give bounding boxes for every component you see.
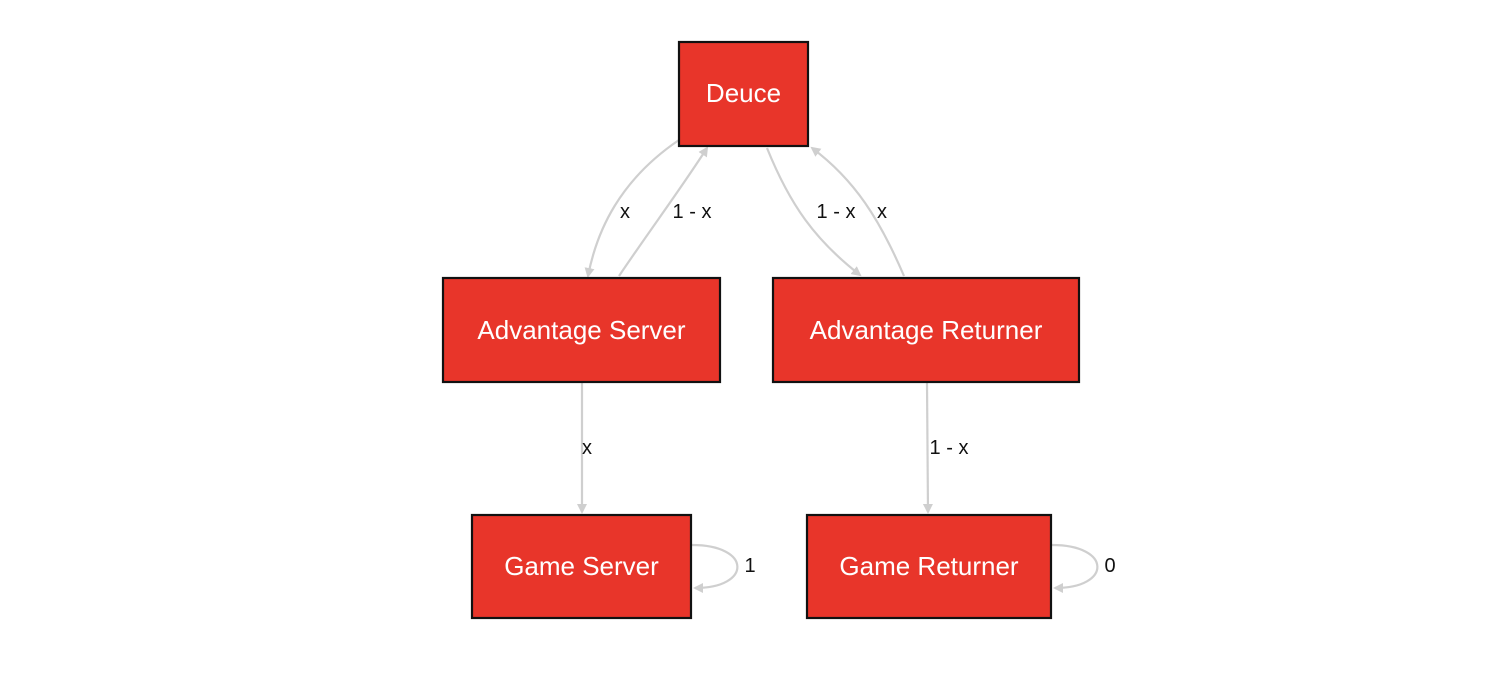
node-game-server-box — [470, 513, 693, 620]
edges: x 1 - x 1 - x x x 1 - x 1 0 — [577, 139, 1116, 593]
edge-label-advantage-returner-to-deuce: x — [877, 201, 887, 223]
edge-deuce-to-advantage-server — [584, 139, 680, 278]
edge-label-game-server-self-loop: 1 — [744, 555, 755, 577]
node-game-returner-label: Game Returner — [839, 551, 1019, 581]
edge-game-returner-self-loop — [1051, 543, 1099, 593]
edge-advantage-returner-to-deuce — [810, 146, 906, 277]
node-deuce-label: Deuce — [706, 78, 781, 108]
edge-label-deuce-to-advantage-returner: 1 - x — [817, 201, 856, 223]
edge-advantage-returner-to-game-returner — [922, 382, 933, 514]
node-game-server: Game Server — [470, 513, 693, 620]
edge-label-advantage-server-to-deuce: 1 - x — [673, 201, 712, 223]
edge-label-game-returner-self-loop: 0 — [1104, 555, 1115, 577]
node-deuce: Deuce — [677, 40, 810, 148]
node-game-returner-box — [805, 513, 1053, 620]
edge-label-deuce-to-advantage-server: x — [620, 201, 630, 223]
node-game-server-label: Game Server — [504, 551, 659, 581]
edge-deuce-to-advantage-returner — [765, 147, 862, 277]
node-advantage-returner: Advantage Returner — [771, 276, 1081, 384]
node-advantage-returner-box — [771, 276, 1081, 384]
node-advantage-returner-label: Advantage Returner — [810, 315, 1043, 345]
edge-game-server-self-loop — [691, 543, 739, 593]
edge-advantage-server-to-deuce — [618, 146, 709, 277]
edge-label-advantage-returner-to-game-returner: 1 - x — [930, 437, 969, 459]
node-advantage-server: Advantage Server — [441, 276, 722, 384]
node-deuce-box — [677, 40, 810, 148]
edge-label-advantage-server-to-game-server: x — [582, 437, 592, 459]
node-advantage-server-box — [441, 276, 722, 384]
node-advantage-server-label: Advantage Server — [477, 315, 685, 345]
node-game-returner: Game Returner — [805, 513, 1053, 620]
